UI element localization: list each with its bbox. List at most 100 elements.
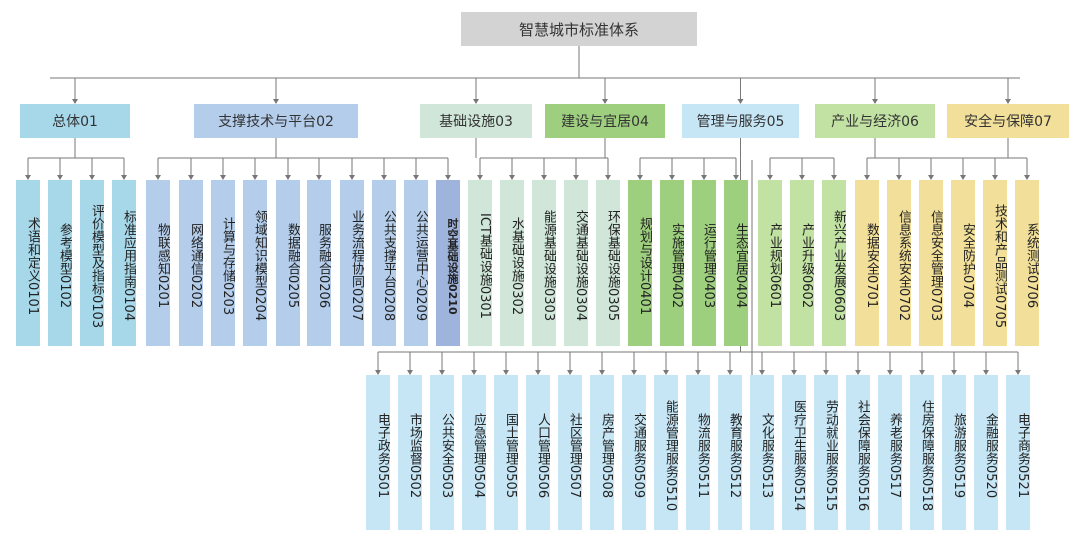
leaf-item: 业务流程协同0207 (340, 180, 364, 346)
category-07: 安全与保障07 (947, 104, 1069, 138)
arrow-head (727, 370, 733, 375)
leaf-label: 社会保障服务0516 (855, 399, 870, 512)
category-04: 建设与宜居04 (545, 104, 665, 138)
leaf-label: 物联感知0201 (155, 223, 170, 309)
leaf-item: 能源基础设施0303 (532, 180, 556, 346)
leaf-label: 住房保障服务0518 (919, 399, 934, 512)
arrow-head (992, 175, 998, 180)
leaf-label: 实施管理0402 (669, 223, 684, 309)
category-01: 总体01 (20, 104, 130, 138)
leaf-item: 养老服务0517 (878, 375, 902, 530)
arrow-head (188, 175, 194, 180)
leaf-label: 劳动就业服务0515 (823, 399, 838, 512)
leaf-item: 交通服务0509 (622, 375, 646, 530)
arrow-head (273, 99, 279, 104)
arrow-head (701, 175, 707, 180)
leaf-label: 公共运营中心0209 (413, 210, 428, 322)
arrow-head (1005, 99, 1011, 104)
leaf-item: 领域知识模型0204 (243, 180, 267, 346)
leaf-label: 服务融合0206 (316, 223, 331, 309)
leaf-label: 时空基础设施0210 (446, 217, 459, 315)
leaf-label: 电子政务0501 (375, 412, 390, 499)
leaf-label: 参考模型0102 (57, 223, 72, 309)
arrow-head (503, 370, 509, 375)
arrow-head (799, 175, 805, 180)
leaf-label: 业务流程协同0207 (349, 210, 364, 322)
leaf-item: 系统测试0706 (1015, 180, 1039, 346)
leaf-label: 能源基础设施0303 (541, 210, 556, 322)
leaf-item: 环保基础设施0305 (596, 180, 620, 346)
leaf-item: 实施管理0402 (660, 180, 684, 346)
leaf-item: 交通基础设施0304 (564, 180, 588, 346)
arrow-head (759, 370, 765, 375)
leaf-label: 社区管理0507 (567, 412, 582, 499)
leaf-label: 网络通信0202 (188, 223, 203, 309)
arrow-head (471, 370, 477, 375)
leaf-item: 规划与设计0401 (628, 180, 652, 346)
leaf-item: 服务融合0206 (307, 180, 331, 346)
arrow-head (872, 99, 878, 104)
leaf-item: 医疗卫生服务0514 (782, 375, 806, 530)
leaf-label: 新兴产业发展0603 (831, 210, 846, 322)
leaf-label: 交通基础设施0304 (573, 210, 588, 322)
leaf-label: 教育服务0512 (727, 412, 742, 499)
leaf-item: 市场监督0502 (398, 375, 422, 530)
leaf-label: 信息系统安全0702 (896, 210, 911, 322)
arrow-head (1015, 370, 1021, 375)
arrow-head (509, 175, 515, 180)
leaf-label: 金融服务0520 (983, 412, 998, 499)
arrow-head (864, 175, 870, 180)
leaf-label: 评价模型及指标0103 (89, 203, 104, 329)
leaf-item: 公共运营中心0209 (404, 180, 428, 346)
arrow-head (349, 175, 355, 180)
leaf-label: 医疗卫生服务0514 (791, 399, 806, 512)
leaf-item: 公共支撑平台0208 (372, 180, 396, 346)
arrow-head (695, 370, 701, 375)
leaf-label: ICT基础设施0301 (477, 213, 492, 319)
leaf-item: 电子商务0521 (1006, 375, 1030, 530)
arrow-head (951, 370, 957, 375)
leaf-item: 旅游服务0519 (942, 375, 966, 530)
arrow-head (573, 175, 579, 180)
leaf-item: 产业升级0602 (790, 180, 814, 346)
arrow-head (887, 370, 893, 375)
leaf-item: 标准应用指南0104 (112, 180, 136, 346)
leaf-label: 应急管理0504 (471, 412, 486, 499)
arrow-head (919, 370, 925, 375)
arrow-head (220, 175, 226, 180)
arrow-head (831, 175, 837, 180)
category-03: 基础设施03 (420, 104, 532, 138)
category-05: 管理与服务05 (682, 104, 799, 138)
leaf-item: 社会保障服务0516 (846, 375, 870, 530)
leaf-label: 人口管理0506 (535, 412, 550, 499)
leaf-label: 计算与存储0203 (220, 216, 235, 316)
leaf-item: 参考模型0102 (48, 180, 72, 346)
arrow-head (791, 370, 797, 375)
leaf-item: 社区管理0507 (558, 375, 582, 530)
arrow-head (637, 175, 643, 180)
leaf-label: 旅游服务0519 (951, 412, 966, 499)
leaf-label: 环保基础设施0305 (605, 210, 620, 322)
leaf-item: 技术和产品测试0705 (983, 180, 1007, 346)
arrow-head (960, 175, 966, 180)
leaf-item: 文化服务0513 (750, 375, 774, 530)
leaf-item: 物流服务0511 (686, 375, 710, 530)
leaf-label: 系统测试0706 (1024, 223, 1039, 309)
leaf-label: 水基础设施0302 (509, 216, 524, 316)
leaf-label: 公共安全0503 (439, 412, 454, 499)
leaf-item: 房产管理0508 (590, 375, 614, 530)
arrow-head (737, 99, 744, 104)
leaf-label: 能源管理服务0510 (663, 399, 678, 512)
arrow-head (733, 175, 739, 180)
arrow-head (413, 175, 419, 180)
root-node: 智慧城市标准体系 (461, 12, 697, 46)
leaf-item: ICT基础设施0301 (468, 180, 492, 346)
leaf-label: 产业规划0601 (767, 223, 782, 309)
arrow-head (535, 370, 541, 375)
arrow-head (599, 370, 605, 375)
arrow-head (25, 175, 31, 180)
leaf-label: 房产管理0508 (599, 412, 614, 499)
leaf-label: 电子商务0521 (1015, 412, 1030, 499)
leaf-item: 应急管理0504 (462, 375, 486, 530)
leaf-item: 劳动就业服务0515 (814, 375, 838, 530)
